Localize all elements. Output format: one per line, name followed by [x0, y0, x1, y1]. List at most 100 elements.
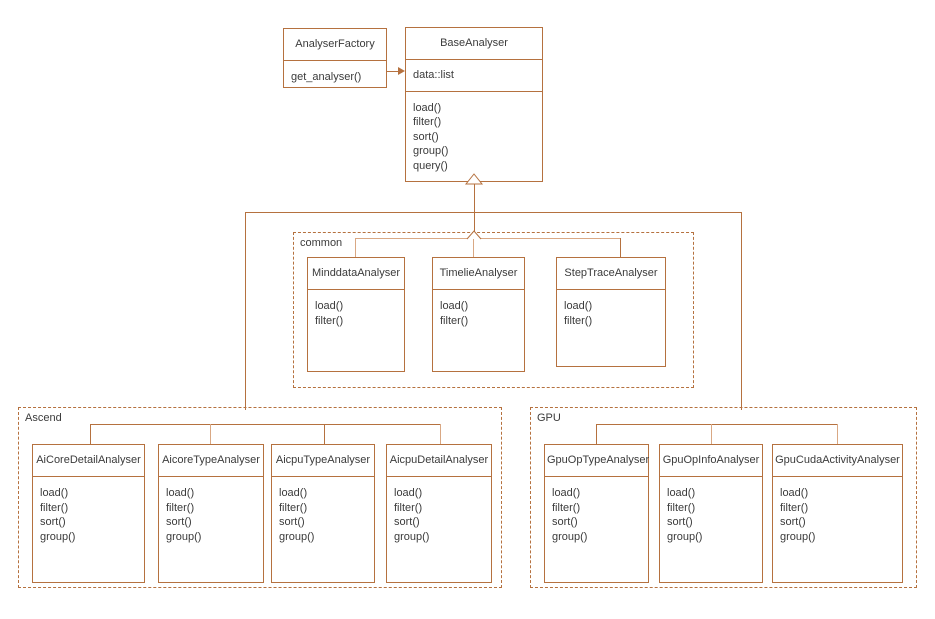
operation: filter() — [440, 314, 469, 327]
operation: filter() — [166, 501, 195, 514]
operation: filter() — [394, 501, 423, 514]
operation: filter() — [552, 501, 581, 514]
operation: load() — [394, 487, 423, 499]
class-operations: load() filter() sort() group() — [387, 476, 491, 582]
operation: sort() — [667, 516, 693, 528]
operation: sort() — [552, 516, 578, 528]
package-ascend-label: Ascend — [25, 412, 62, 424]
class-operations: load() filter() sort() group() query() — [406, 90, 542, 182]
connector-to-gpu-package — [741, 212, 742, 410]
operation: filter() — [667, 501, 696, 514]
class-aicpu-detail-analyser[interactable]: AicpuDetailAnalyser load() filter() sort… — [386, 444, 492, 583]
operation: load() — [780, 487, 809, 499]
class-operations: load() filter() sort() group() — [773, 476, 902, 582]
class-gpu-op-type-analyser[interactable]: GpuOpTypeAnalyser load() filter() sort()… — [544, 444, 649, 583]
class-operations: load() filter() sort() group() — [33, 476, 144, 582]
connector-common-drop-steptrace — [620, 238, 621, 257]
package-gpu-label: GPU — [537, 412, 561, 424]
class-name: MinddataAnalyser — [311, 267, 401, 279]
operation: filter() — [413, 116, 442, 128]
class-name: GpuOpInfoAnalyser — [662, 454, 760, 466]
class-operations: get_analyser() — [284, 60, 386, 91]
connector-common-drop-minddata — [355, 238, 356, 257]
package-ascend: Ascend — [18, 407, 502, 588]
package-common: common — [293, 232, 694, 388]
class-gpu-op-info-analyser[interactable]: GpuOpInfoAnalyser load() filter() sort()… — [659, 444, 763, 583]
operation: load() — [667, 487, 696, 499]
class-name: AiCoreDetailAnalyser — [36, 454, 141, 466]
class-aicore-type-analyser[interactable]: AicoreTypeAnalyser load() filter() sort(… — [158, 444, 264, 583]
class-aicpu-type-analyser[interactable]: AicpuTypeAnalyser load() filter() sort()… — [271, 444, 375, 583]
class-operations: load() filter() — [433, 289, 524, 371]
operation: group() — [780, 530, 816, 543]
connector-common-bar — [355, 238, 620, 239]
operation: group() — [40, 530, 76, 543]
class-name: AicpuTypeAnalyser — [275, 454, 371, 466]
class-name: GpuOpTypeAnalyser — [547, 454, 650, 466]
connector-factory-to-base — [387, 71, 401, 72]
operation: filter() — [564, 314, 593, 327]
class-gpu-cuda-activity-analyser[interactable]: GpuCudaActivityAnalyser load() filter() … — [772, 444, 903, 583]
class-timelie-analyser[interactable]: TimelieAnalyser load() filter() — [432, 257, 525, 372]
operation: get_analyser() — [291, 71, 362, 83]
operation: load() — [564, 300, 593, 312]
operation: filter() — [780, 501, 809, 514]
operation: filter() — [279, 501, 308, 514]
operation: sort() — [413, 130, 439, 143]
class-operations: load() filter() — [557, 289, 665, 366]
operation: sort() — [279, 516, 305, 528]
class-operations: load() filter() sort() group() — [545, 476, 648, 582]
connector-ascend-drop-aicpudetail — [440, 424, 441, 444]
package-gpu: GPU — [530, 407, 917, 588]
class-operations: load() filter() sort() group() — [272, 476, 374, 582]
class-operations: load() filter() — [308, 289, 404, 371]
operation: group() — [166, 530, 202, 543]
class-aicore-detail-analyser[interactable]: AiCoreDetailAnalyser load() filter() sor… — [32, 444, 145, 583]
connector-ascend-drop-aicoretype — [210, 424, 211, 444]
connector-platform-bar — [245, 212, 742, 213]
generalization-triangle-common — [466, 230, 482, 240]
operation: query() — [413, 159, 448, 172]
connector-ascend-drop-aicputype — [324, 424, 325, 444]
operation: group() — [279, 530, 315, 543]
connector-gpu-drop-optype — [596, 424, 597, 444]
operation: group() — [552, 530, 588, 543]
connector-common-drop-timelie — [473, 238, 474, 257]
connector-gpu-drop-cudaactivity — [837, 424, 838, 444]
operation: group() — [394, 530, 430, 543]
arrowhead-factory-to-base — [398, 67, 405, 75]
operation: sort() — [780, 516, 806, 528]
connector-to-ascend-package — [245, 212, 246, 410]
class-name: AnalyserFactory — [295, 38, 375, 50]
class-name: BaseAnalyser — [440, 37, 508, 49]
class-name: TimelieAnalyser — [439, 267, 518, 279]
operation: load() — [315, 300, 344, 312]
connector-gpu-bar — [596, 424, 837, 425]
class-name: AicpuDetailAnalyser — [389, 454, 489, 466]
class-operations: load() filter() sort() group() — [159, 476, 263, 582]
operation: load() — [413, 101, 442, 114]
operation: load() — [166, 487, 195, 499]
class-name: StepTraceAnalyser — [564, 267, 658, 279]
operation: group() — [667, 530, 703, 543]
class-steptrace-analyser[interactable]: StepTraceAnalyser load() filter() — [556, 257, 666, 367]
generalization-triangle-base — [464, 173, 484, 185]
operation: load() — [279, 487, 308, 499]
connector-ascend-bar — [90, 424, 440, 425]
operation: sort() — [166, 516, 192, 528]
connector-ascend-drop-aicoredetail — [90, 424, 91, 444]
class-base-analyser[interactable]: BaseAnalyser data::list load() filter() … — [405, 27, 543, 182]
attribute: data::list — [413, 69, 454, 81]
connector-gpu-drop-opinfo — [711, 424, 712, 444]
class-analyser-factory[interactable]: AnalyserFactory get_analyser() — [283, 28, 387, 88]
package-common-label: common — [300, 237, 343, 249]
operation: sort() — [394, 516, 420, 528]
operation: load() — [440, 300, 469, 312]
operation: sort() — [40, 516, 66, 528]
operation: load() — [40, 487, 69, 499]
class-attributes: data::list — [406, 59, 542, 91]
operation: group() — [413, 145, 449, 157]
class-minddata-analyser[interactable]: MinddataAnalyser load() filter() — [307, 257, 405, 372]
class-name: AicoreTypeAnalyser — [162, 454, 260, 466]
